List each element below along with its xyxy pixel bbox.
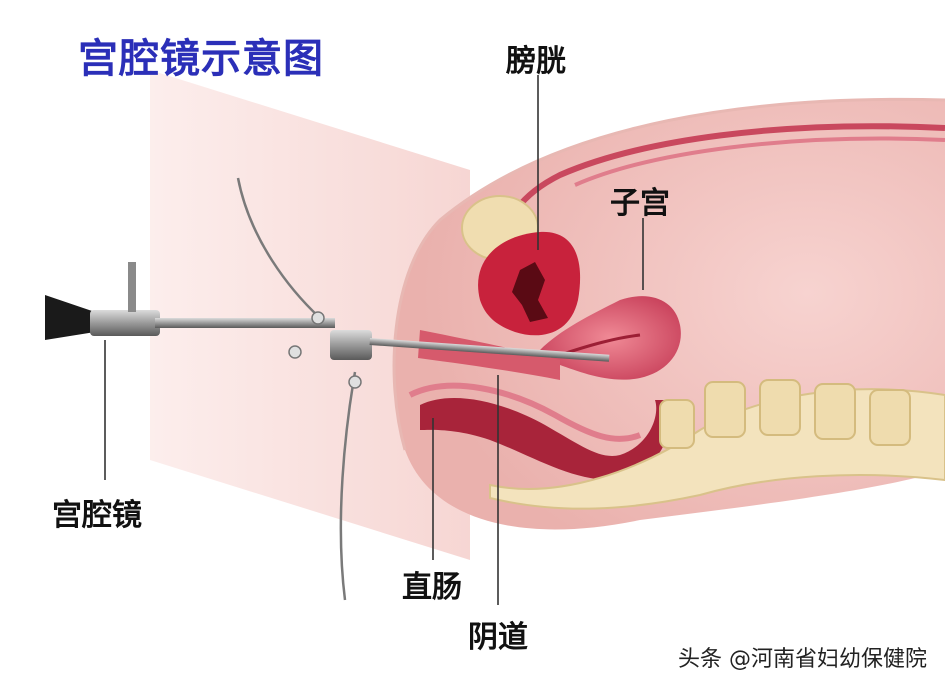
skin-background [150, 70, 470, 560]
label-hysteroscope: 宫腔镜 [52, 498, 142, 533]
label-vagina: 阴道 [468, 620, 528, 655]
light-cable [236, 177, 321, 319]
rectum-outer [408, 382, 642, 442]
body-outline [392, 97, 945, 451]
diagram-title: 宫腔镜示意图 [78, 36, 324, 82]
label-rectum: 直肠 [402, 570, 462, 605]
label-bladder: 膀胱 [506, 44, 566, 79]
abdominal-wall-inner [574, 136, 945, 187]
vagina-canal [418, 330, 560, 380]
source-watermark: 头条 @河南省妇幼保健院 [678, 647, 927, 672]
sacrum-vertebrae [489, 379, 945, 510]
label-uterus: 子宫 [610, 186, 670, 221]
hysteroscope-instrument [45, 262, 610, 389]
irrigation-tube [339, 371, 357, 601]
rectum-organ [420, 397, 669, 480]
leader-lines [104, 75, 644, 605]
bladder-lumen [512, 262, 548, 322]
